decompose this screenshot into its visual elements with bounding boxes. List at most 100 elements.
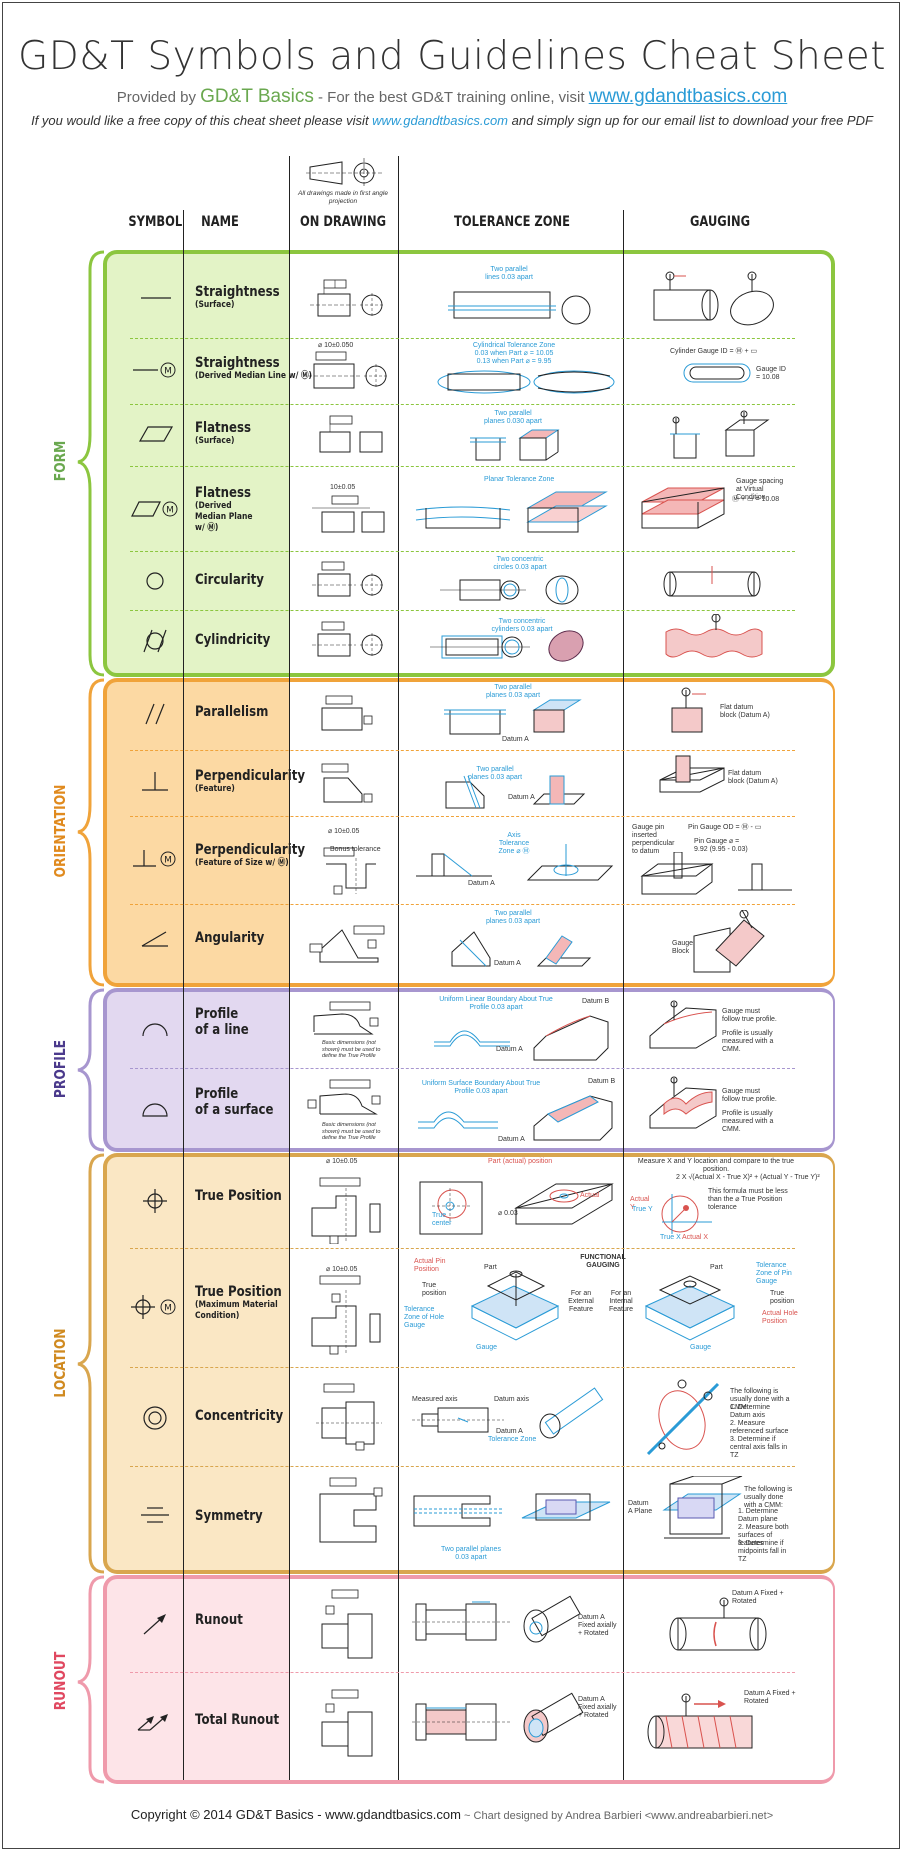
projection-note: All drawings made in first angle project… <box>298 190 388 205</box>
gauge-runout-datum: Datum A Fixed + Rotated <box>732 1590 784 1605</box>
gauge-cylindricity <box>665 614 763 658</box>
row-sep <box>130 1068 795 1069</box>
row-sep <box>130 1248 795 1249</box>
zone-label-parallelism: Two parallel planes 0.03 apart <box>485 684 541 699</box>
row-name-cylindricity: Cylindricity <box>195 632 271 648</box>
zone-tp-mmc-part: Part <box>484 1264 497 1271</box>
drawing-parallelism <box>321 695 373 731</box>
zone-label-symmetry: Two parallel planes 0.03 apart <box>441 1546 501 1561</box>
col-header-symbol: SYMBOL <box>128 214 183 230</box>
zone-symmetry <box>413 1493 611 1527</box>
cylindricity-symbol-icon <box>143 629 167 653</box>
zone-angularity <box>451 931 592 967</box>
gauge-tp-true-x: True X <box>660 1234 681 1241</box>
zone-runout-datum: Datum A Fixed axially + Rotated <box>578 1614 617 1637</box>
page-title: GD&T Symbols and Guidelines Cheat Sheet <box>17 34 887 79</box>
section-label-orientation: ORIENTATION <box>51 784 69 878</box>
zone-tp-mmc-functional: FUNCTIONAL GAUGING <box>580 1254 626 1269</box>
zone-label-flatness: Two parallel planes 0.030 apart <box>484 410 542 425</box>
row-name-straightness: Straightness(Surface) <box>195 284 280 310</box>
svg-text:M: M <box>164 367 172 377</box>
drawing-flatness-mmc-dim: 10±0.05 <box>330 484 356 491</box>
free-copy-post: and simply sign up for our email list to… <box>508 113 873 128</box>
concentricity-symbol-icon <box>143 1406 167 1430</box>
gauge-tp-actual-x: Actual X <box>682 1234 709 1241</box>
gauge-true-position-note: This formula must be less than the ⌀ Tru… <box>708 1188 788 1211</box>
zone-profile-surface-datum-a: Datum A <box>498 1136 525 1143</box>
zone-true-position-tol: ⌀ 0.03 <box>498 1210 518 1217</box>
drawing-true-position-mmc-dim: ⌀ 10±0.05 <box>326 1266 358 1273</box>
flatness-mmc-symbol-icon: M <box>131 501 178 517</box>
col-divider-4 <box>623 210 624 1780</box>
zone-straightness <box>448 291 591 325</box>
zone-label-cylindricity: Two concentric cylinders 0.03 apart <box>491 618 553 633</box>
gauge-tp-actual-y: Actual Y <box>630 1196 650 1211</box>
zone-tp-mmc-actual-pin: Actual Pin Position <box>414 1258 446 1273</box>
col-divider-2 <box>289 156 290 1780</box>
gauge-perp-mmc-dia: Pin Gauge ⌀ = 9.92 (9.95 - 0.03) <box>694 838 748 853</box>
zone-true-position <box>419 1181 614 1235</box>
row-name-angularity: Angularity <box>195 930 265 946</box>
gauge-concentricity-step3: 3. Determine if central axis falls in TZ <box>730 1436 788 1459</box>
row-name-symmetry: Symmetry <box>195 1508 263 1524</box>
true-position-symbol-icon <box>143 1189 167 1213</box>
zone-profile-surface-datum-b: Datum B <box>588 1078 616 1085</box>
zone-profile-surface <box>418 1095 613 1141</box>
zone-label-flatness-mmc: Planar Tolerance Zone <box>484 476 555 483</box>
gauge-flatness <box>670 410 770 459</box>
gauge-parallelism-label: Flat datum block (Datum A) <box>720 704 770 719</box>
zone-parallelism-datum: Datum A <box>502 736 529 743</box>
gauge-angularity <box>693 910 765 973</box>
zone-label-straightness: Two parallel lines 0.03 apart <box>485 266 533 281</box>
free-copy-link[interactable]: www.gdandtbasics.com <box>372 113 509 128</box>
drawing-total-runout <box>321 1689 373 1757</box>
zone-cylindricity <box>430 630 584 662</box>
gauge-tp-mmc-true-pos: True position <box>770 1290 795 1305</box>
row-sep <box>130 816 795 817</box>
row-name-true-position: True Position <box>195 1188 282 1204</box>
gauge-profile-line-cmm: Profile is usually measured with a CMM. <box>722 1030 774 1053</box>
gauge-symmetry <box>662 1476 743 1539</box>
drawing-perpendicularity <box>321 763 373 803</box>
col-header-gauging: GAUGING <box>689 214 750 230</box>
gauge-symmetry-step1: 1. Determine Datum plane <box>738 1508 779 1523</box>
drawing-straightness <box>310 279 384 317</box>
zone-label-angularity: Two parallel planes 0.03 apart <box>485 910 541 925</box>
row-name-straightness-mmc: Straightness(Derived Median Line w/ Ⓜ) <box>195 355 312 381</box>
zone-label-perpendicularity: Two parallel planes 0.03 apart <box>467 766 523 781</box>
zone-label-perpendicularity-mmc: Axis Tolerance Zone ⌀ Ⓜ <box>498 832 530 855</box>
gauge-flatness-mmc <box>641 487 725 529</box>
zone-concentricity-datum-a: Datum A <box>496 1428 523 1435</box>
profile-line-symbol-icon <box>142 1023 168 1037</box>
runout-band <box>103 1575 835 1784</box>
row-name-runout: Runout <box>195 1612 243 1628</box>
zone-true-position-true: True center <box>432 1212 452 1227</box>
gauge-profile-line-label: Gauge must follow true profile. <box>722 1008 777 1023</box>
row-sep <box>130 1367 795 1368</box>
drawing-cylindricity <box>312 621 384 657</box>
row-name-flatness: Flatness(Surface) <box>195 420 251 446</box>
zone-profile-line <box>434 1015 609 1061</box>
gauge-symmetry-step2: 2. Measure both surfaces of features <box>738 1524 789 1547</box>
flatness-symbol-icon <box>138 426 174 442</box>
zone-perpendicularity-mmc-datum: Datum A <box>468 880 495 887</box>
zone-label-profile-line: Uniform Linear Boundary About True Profi… <box>439 996 553 1011</box>
website-link[interactable]: www.gdandtbasics.com <box>588 86 788 107</box>
gauge-perpendicularity-label: Flat datum block (Datum A) <box>728 770 778 785</box>
zone-perpendicularity-datum: Datum A <box>508 794 535 801</box>
drawing-symmetry <box>319 1477 383 1543</box>
zone-perpendicularity-mmc <box>416 844 614 881</box>
zone-total-runout-datum: Datum A Fixed axially + Rotated <box>578 1696 617 1719</box>
gauge-total-runout-datum: Datum A Fixed + Rotated <box>744 1690 796 1705</box>
zone-label-profile-surface: Uniform Surface Boundary About True Prof… <box>421 1080 541 1095</box>
gauge-true-position <box>661 1194 712 1234</box>
drawing-profile-line-basic: Basic dimensions (not shown) must be use… <box>322 1040 381 1059</box>
drawing-flatness <box>319 415 383 453</box>
gauge-true-position-label: Measure X and Y location and compare to … <box>637 1158 795 1173</box>
gauge-symmetry-datum-plane: Datum A Plane <box>628 1500 653 1515</box>
parallelism-symbol-icon <box>145 703 165 725</box>
gauge-perp-mmc-pin: Gauge pin inserted perpendicular to datu… <box>632 824 675 855</box>
